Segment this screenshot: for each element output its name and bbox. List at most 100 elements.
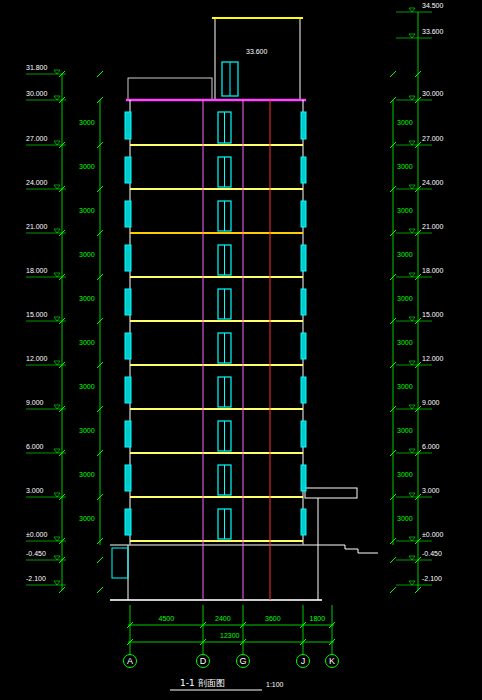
dimension-tick xyxy=(390,142,396,148)
dimension-text: 3000 xyxy=(397,251,413,259)
elevation-mark xyxy=(409,8,415,12)
dimension-tick xyxy=(240,622,246,628)
dimension-text: 3000 xyxy=(397,163,413,171)
axis-line xyxy=(203,605,204,654)
door-bar xyxy=(224,112,225,143)
dimension-tick xyxy=(200,622,206,628)
dimension-text: 3000 xyxy=(79,383,95,391)
drawing-title: 1-1 剖面图 xyxy=(180,677,225,690)
elevation-mark xyxy=(54,493,60,497)
elevation-text: 15.000 xyxy=(26,311,47,319)
elevation-leader xyxy=(396,497,432,498)
elevation-text: 21.000 xyxy=(26,223,47,231)
dimension-tick xyxy=(97,318,103,324)
window-section xyxy=(301,509,306,535)
elevation-mark xyxy=(54,537,60,541)
elevation-text: 30.000 xyxy=(26,90,47,98)
dimension-tick xyxy=(127,639,133,645)
dimension-tick xyxy=(390,538,396,544)
scale-text: 1:100 xyxy=(266,681,284,689)
elevation-text: 31.800 xyxy=(26,64,47,72)
tower-roof xyxy=(212,17,303,19)
elevation-mark xyxy=(54,229,60,233)
door xyxy=(218,465,231,495)
dimension-text: 3000 xyxy=(397,427,413,435)
axis-bubble: J xyxy=(296,654,310,668)
elevation-mark xyxy=(54,96,60,100)
dimension-tick xyxy=(59,587,65,593)
window-section xyxy=(125,509,131,535)
axis-label: G xyxy=(239,657,246,666)
dimension-tick xyxy=(390,557,396,563)
elevation-text: 18.000 xyxy=(26,267,47,275)
elevation-text: 9.000 xyxy=(26,399,44,407)
window-section xyxy=(301,377,306,403)
elevation-text: 18.000 xyxy=(422,267,443,275)
window-section xyxy=(301,201,306,227)
dimension-tick xyxy=(97,274,103,280)
door-bar xyxy=(224,333,225,363)
window-section xyxy=(125,333,131,359)
door-bar xyxy=(224,465,225,495)
elevation-leader xyxy=(396,145,432,146)
axis-label: J xyxy=(301,657,306,666)
parapet xyxy=(128,78,212,100)
dimension-tick xyxy=(97,230,103,236)
elevation-leader xyxy=(26,497,66,498)
elevation-leader xyxy=(26,365,66,366)
elevation-mark xyxy=(409,317,415,321)
elevation-text: 34.500 xyxy=(422,2,443,10)
canopy-post xyxy=(318,498,319,545)
elevation-mark xyxy=(409,141,415,145)
door-bar xyxy=(224,245,225,275)
floor-slab xyxy=(130,364,303,366)
elevation-leader xyxy=(396,12,432,13)
elevation-text: 4500 xyxy=(159,615,175,623)
door xyxy=(218,289,231,319)
dimension-text: 3000 xyxy=(397,515,413,523)
elevation-leader xyxy=(26,74,66,75)
elevation-mark xyxy=(54,581,60,585)
floor-slab xyxy=(130,452,303,454)
floor-slab xyxy=(130,540,303,542)
elevation-mark xyxy=(409,229,415,233)
elevation-mark xyxy=(409,273,415,277)
ground-line xyxy=(110,544,330,546)
elevation-text: 24.000 xyxy=(422,179,443,187)
dimension-tick xyxy=(390,587,396,593)
elevation-leader xyxy=(26,409,66,410)
basement-window xyxy=(112,548,128,578)
dimension-tick xyxy=(97,142,103,148)
axis-line xyxy=(303,605,304,654)
dimension-tick xyxy=(390,71,396,77)
dimension-text: 3000 xyxy=(79,163,95,171)
elevation-mark xyxy=(409,185,415,189)
door xyxy=(218,245,231,275)
elevation-text: 15.000 xyxy=(422,311,443,319)
window-section xyxy=(301,333,306,359)
elevation-text: 33.600 xyxy=(422,28,443,36)
elevation-text: 6.000 xyxy=(422,443,440,451)
floor-slab xyxy=(130,144,303,146)
elevation-leader xyxy=(26,560,66,561)
dimension-text: 3000 xyxy=(397,339,413,347)
door-bar xyxy=(224,289,225,319)
dimension-text: 3000 xyxy=(397,295,413,303)
elevation-text: 12.000 xyxy=(422,355,443,363)
dimension-tick xyxy=(97,450,103,456)
elevation-mark xyxy=(409,493,415,497)
window-section xyxy=(125,377,131,403)
window-section xyxy=(301,421,306,447)
elevation-mark xyxy=(54,141,60,145)
elevation-leader xyxy=(26,453,66,454)
dimension-tick xyxy=(390,230,396,236)
elevation-leader xyxy=(26,145,66,146)
stair-tower xyxy=(215,18,300,100)
axis-bubble: D xyxy=(196,654,210,668)
title-underline xyxy=(170,690,262,691)
elevation-text: -0.450 xyxy=(26,550,46,558)
window-section xyxy=(301,465,306,491)
dimension-text: 3000 xyxy=(397,383,413,391)
